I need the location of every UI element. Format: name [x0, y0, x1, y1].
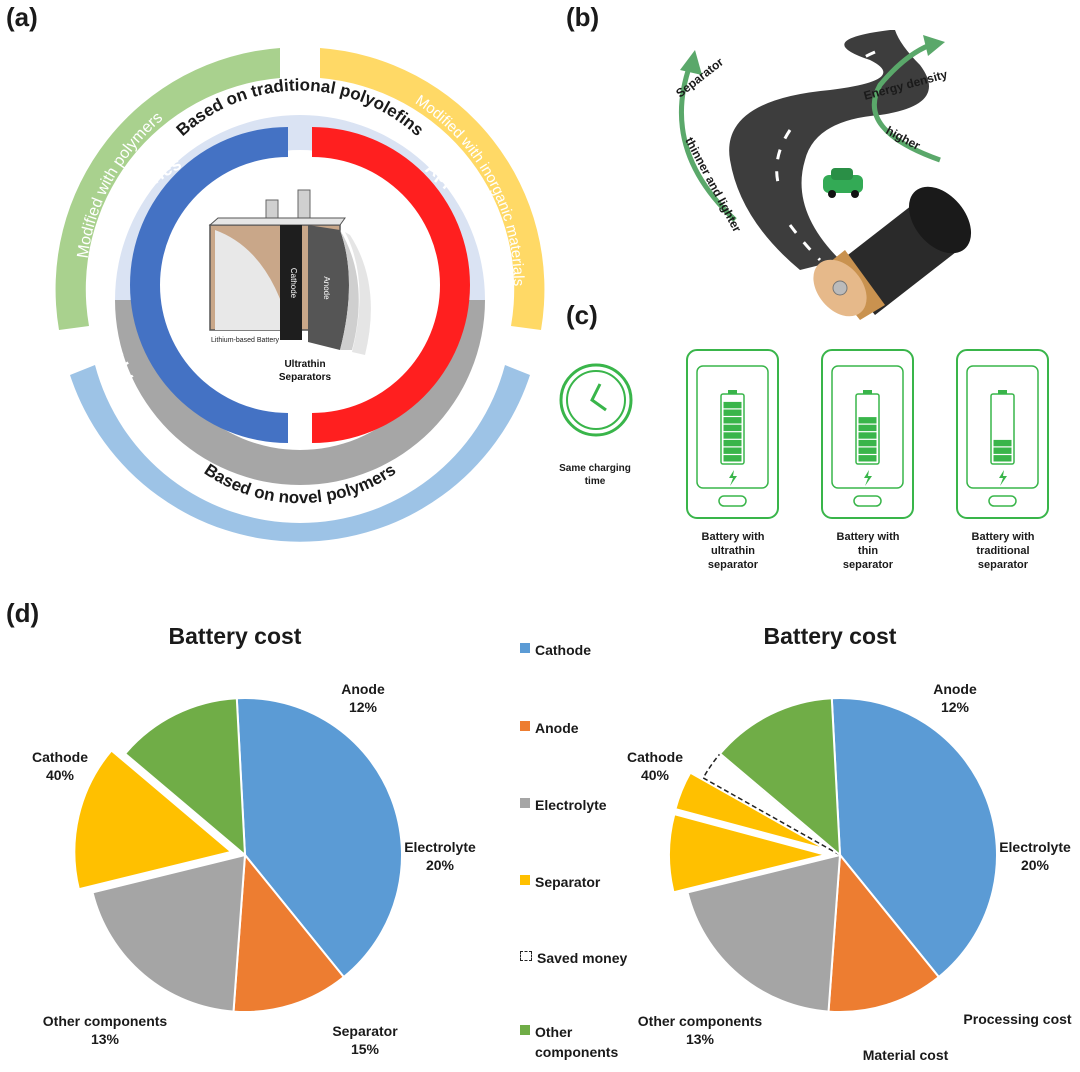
battery-level-segment — [858, 439, 877, 447]
phone-icon — [956, 349, 1049, 519]
right-label-material: Material cost — [862, 1047, 949, 1063]
pie-slice-cathode — [830, 697, 998, 979]
legend-item: Anode — [520, 718, 635, 738]
car-icon — [823, 168, 863, 198]
legend-item: Electrolyte — [520, 795, 635, 815]
battery-level-segment — [723, 432, 742, 439]
battery-roll-icon — [813, 186, 972, 320]
outer-ring-left — [55, 48, 280, 330]
right-label-processing: Processing cost — [963, 1011, 1072, 1027]
cell-cathode-text: Cathode — [289, 268, 298, 299]
legend-item: Other components — [520, 1022, 635, 1062]
pie-slice-cathode — [235, 697, 403, 979]
legend-swatch — [520, 798, 530, 808]
road-illustration: Separator thinner and lighter Energy den… — [673, 30, 972, 320]
separators-line2: Separators — [279, 372, 332, 383]
phone-icon — [686, 349, 779, 519]
separator-text: Separator — [673, 55, 726, 101]
right-pie-title: Battery cost — [763, 623, 897, 649]
legend-swatch — [520, 951, 532, 961]
pie-slice-processing-cost — [668, 812, 827, 894]
pie-slice-material-cost — [674, 771, 828, 851]
battery-level-segment — [723, 401, 742, 409]
battery-level-segment — [858, 447, 877, 454]
pie-slice-separator — [73, 749, 234, 891]
battery-level-segment — [858, 424, 877, 432]
middle-ring-bottom — [115, 300, 485, 485]
right-pie-chart — [668, 697, 998, 1013]
cell-anode-text: Anode — [322, 276, 331, 300]
battery-level-segment — [723, 409, 742, 416]
pie-slice-anode — [827, 852, 941, 1013]
legend-swatch — [520, 875, 530, 885]
phone-icon — [821, 349, 914, 519]
battery-level-segment — [993, 439, 1012, 447]
pie-slice-other-components — [718, 697, 842, 858]
left-pie-title: Battery cost — [168, 623, 302, 649]
cell-caption-text: Lithium-based Battery — [211, 337, 280, 344]
left-pie-chart — [73, 697, 403, 1013]
panel-label-d: (d) — [6, 598, 40, 628]
battery-level-segment — [723, 455, 742, 462]
ring-diagram: Modified with polymers Modified with ino… — [55, 48, 545, 542]
legend-swatch — [520, 643, 530, 653]
battery-level-segment — [993, 455, 1012, 462]
battery-level-segment — [858, 455, 877, 462]
inner-ring-right — [312, 127, 470, 443]
separators-line1: Ultrathin — [284, 359, 325, 370]
pie-slice-anode — [232, 852, 346, 1013]
legend-swatch — [520, 1025, 530, 1035]
panel-label-c: (c) — [566, 300, 598, 330]
clock-icon — [559, 363, 633, 437]
battery-level-segment — [723, 439, 742, 447]
battery-level-segment — [993, 447, 1012, 454]
inner-ring-left — [130, 127, 288, 443]
legend-item: Separator — [520, 872, 635, 892]
pie-slice-other-components — [123, 697, 247, 858]
legend-item: Saved money — [520, 948, 637, 968]
panel-label-a: (a) — [6, 2, 38, 32]
outer-ring-right — [320, 48, 545, 330]
battery-level-segment — [858, 432, 877, 439]
pie-slice-electrolyte — [91, 853, 247, 1013]
panel-label-b: (b) — [566, 2, 600, 32]
legend-item: Cathode — [520, 640, 635, 660]
higher-text: higher — [884, 123, 923, 153]
battery-level-segment — [723, 424, 742, 432]
battery-level-segment — [858, 417, 877, 424]
outer-ring-bottom — [70, 365, 530, 542]
battery-level-segment — [723, 417, 742, 424]
energy-arrow — [871, 42, 941, 163]
separator-arrow — [678, 64, 737, 222]
clock-caption: Same charging time — [559, 463, 631, 487]
battery-level-segment — [723, 447, 742, 454]
legend-swatch — [520, 721, 530, 731]
battery-cell-illustration: Cathode Anode Lithium-based Battery Ultr… — [208, 189, 371, 383]
pie-slice-electrolyte — [686, 853, 842, 1013]
